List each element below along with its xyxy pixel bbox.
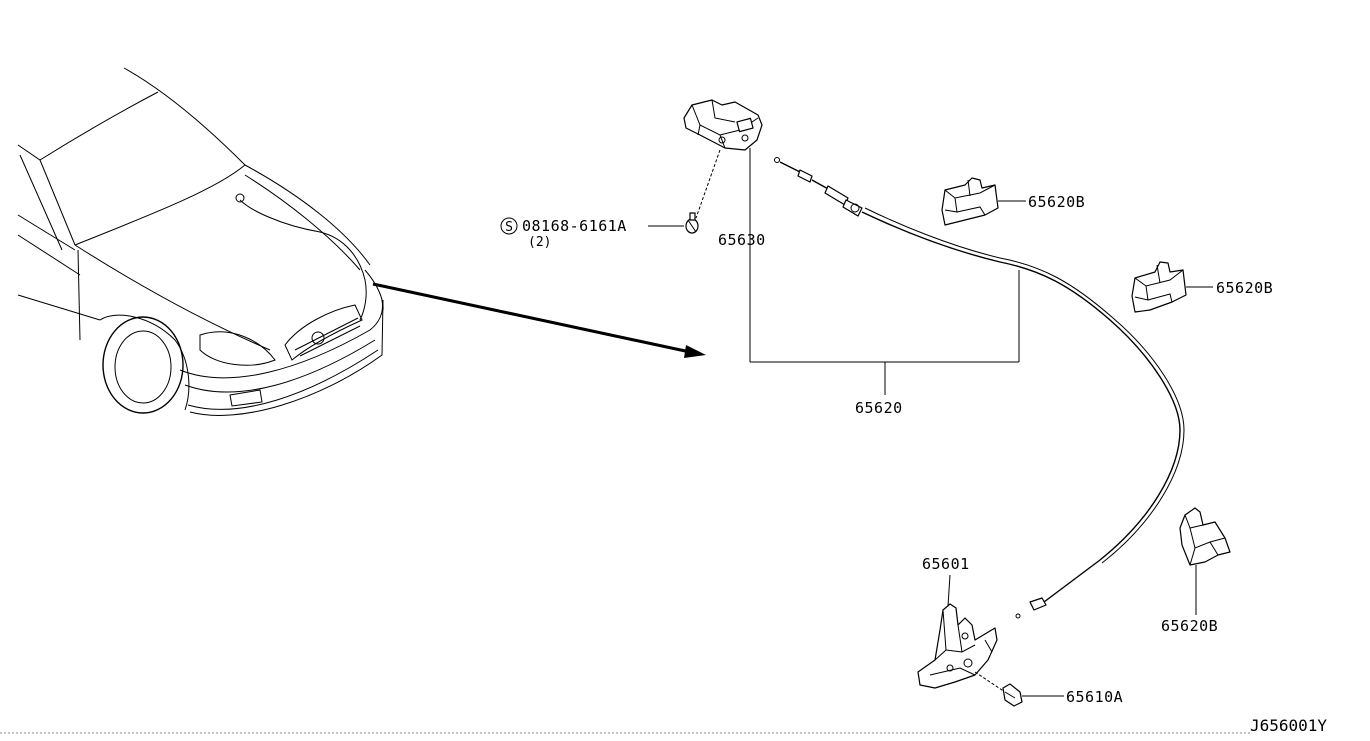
label-lock-bolt: 65610A <box>1066 688 1123 706</box>
cable-assy-leader <box>749 148 1020 395</box>
screw-symbol: S <box>500 217 518 235</box>
cable-clip-2 <box>1131 261 1187 313</box>
label-clip-1: 65620B <box>1028 193 1085 211</box>
hood-lock-assy <box>917 603 998 689</box>
screw-icon <box>685 212 699 234</box>
direction-arrow <box>372 282 706 358</box>
cable-clip-1 <box>941 177 999 226</box>
label-screw-qty: (2) <box>528 235 551 250</box>
label-handle: 65630 <box>718 231 766 249</box>
cable-clip-3 <box>1179 507 1231 566</box>
hood-release-handle <box>683 99 763 151</box>
label-screw-part-no: 08168-6161A <box>522 217 627 235</box>
label-cable-assy: 65620 <box>855 399 903 417</box>
car-front-illustration <box>17 67 384 416</box>
label-lock: 65601 <box>922 555 970 573</box>
label-clip-3: 65620B <box>1161 617 1218 635</box>
label-clip-2: 65620B <box>1216 279 1273 297</box>
diagram-code: J656001Y <box>1250 716 1327 735</box>
hood-release-cable <box>774 157 1185 619</box>
svg-text:S: S <box>505 220 513 235</box>
lock-bolt-icon <box>1002 683 1023 707</box>
